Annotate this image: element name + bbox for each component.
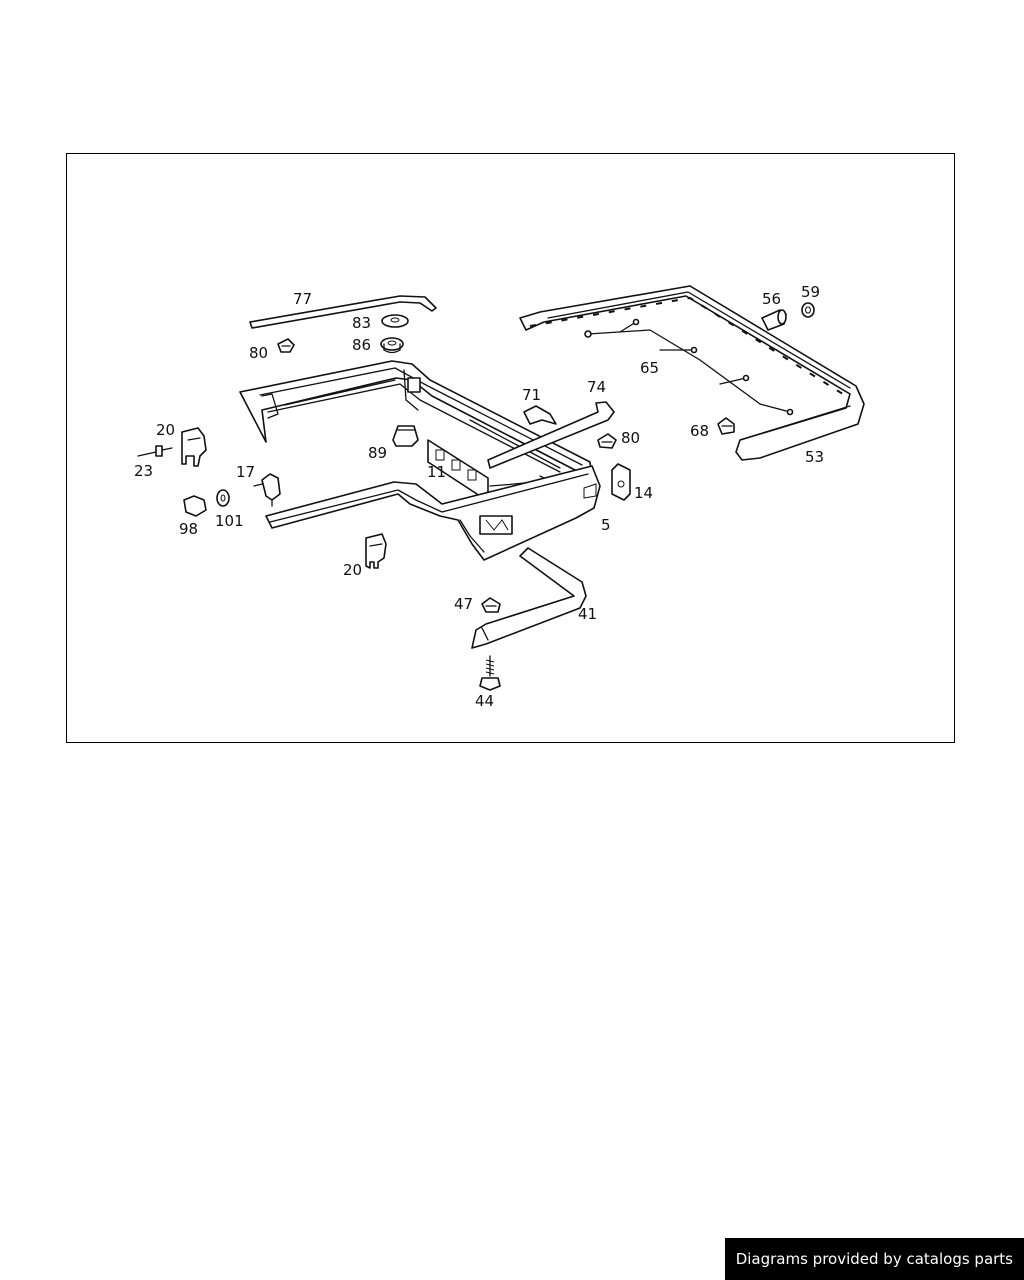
footer-credit: Diagrams provided by catalogs parts <box>724 1238 1024 1280</box>
part-retaining-clip[interactable] <box>481 597 501 613</box>
callout-59: 59 <box>801 283 820 301</box>
callout-41: 41 <box>578 605 597 623</box>
callout-47: 47 <box>454 595 473 613</box>
part-clip-right[interactable] <box>597 433 617 449</box>
callout-74: 74 <box>587 378 606 396</box>
part-flat-washer[interactable] <box>216 489 230 507</box>
callout-89: 89 <box>368 444 387 462</box>
callout-53: 53 <box>805 448 824 466</box>
callout-71: 71 <box>522 386 541 404</box>
part-washer[interactable] <box>381 314 409 328</box>
part-cover-plate[interactable] <box>611 463 631 501</box>
callout-14: 14 <box>634 484 653 502</box>
part-mount-bracket[interactable] <box>392 425 419 447</box>
callout-80: 80 <box>621 429 640 447</box>
callout-17: 17 <box>236 463 255 481</box>
part-bumper-cover[interactable] <box>265 465 601 561</box>
callout-20: 20 <box>343 561 362 579</box>
callout-23: 23 <box>134 462 153 480</box>
part-bumper-assembly[interactable] <box>519 285 865 461</box>
callout-77: 77 <box>293 290 312 308</box>
part-fastener[interactable] <box>253 473 281 507</box>
part-connector[interactable] <box>717 417 735 435</box>
callout-44: 44 <box>475 692 494 710</box>
part-trim-strip[interactable] <box>249 295 437 329</box>
callout-83: 83 <box>352 314 371 332</box>
callout-5: 5 <box>601 516 611 534</box>
callout-101: 101 <box>215 512 244 530</box>
diagram-frame <box>66 153 955 743</box>
part-sensor-ring[interactable] <box>801 302 815 318</box>
callout-65: 65 <box>640 359 659 377</box>
part-screw[interactable] <box>137 445 173 457</box>
part-grommet[interactable] <box>380 337 404 354</box>
part-sensor[interactable] <box>761 309 787 331</box>
part-wiring-harness[interactable] <box>584 318 794 416</box>
callout-98: 98 <box>179 520 198 538</box>
part-self-tapping-screw[interactable] <box>479 655 501 691</box>
callout-68: 68 <box>690 422 709 440</box>
part-lower-trim[interactable] <box>471 547 587 649</box>
callout-86: 86 <box>352 336 371 354</box>
callout-56: 56 <box>762 290 781 308</box>
callout-80: 80 <box>249 344 268 362</box>
parts-diagram: 77 83 86 80 71 74 80 20 23 17 89 11 14 9… <box>134 283 865 710</box>
part-guide-lower[interactable] <box>365 533 387 569</box>
callout-20: 20 <box>156 421 175 439</box>
part-clip-left[interactable] <box>277 338 295 353</box>
part-trim-bar[interactable] <box>487 401 615 469</box>
part-bumper-carrier[interactable] <box>239 360 593 487</box>
part-nut[interactable] <box>183 495 207 517</box>
part-bracket[interactable] <box>523 405 557 425</box>
part-guide-upper[interactable] <box>181 427 207 467</box>
callout-11: 11 <box>427 463 446 481</box>
